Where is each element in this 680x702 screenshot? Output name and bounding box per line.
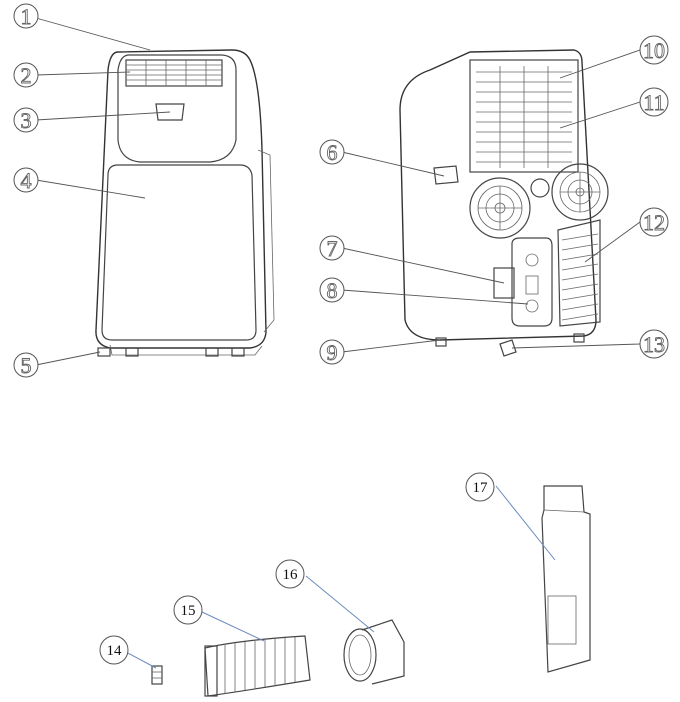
drain-cap bbox=[530, 178, 550, 198]
lower-filter-grille bbox=[557, 219, 601, 327]
wheel bbox=[205, 347, 219, 357]
control-panel bbox=[117, 54, 237, 163]
callout-10: 10 bbox=[639, 35, 669, 65]
upper-filter-grille bbox=[469, 59, 579, 173]
callout-5: 5 bbox=[13, 352, 39, 378]
socket bbox=[493, 267, 515, 299]
svg-text:17: 17 bbox=[473, 480, 489, 496]
svg-text:5: 5 bbox=[21, 353, 32, 378]
svg-text:12: 12 bbox=[643, 210, 665, 235]
svg-text:15: 15 bbox=[181, 603, 196, 619]
callout-15: 15 bbox=[173, 595, 203, 625]
window-adapter bbox=[343, 619, 405, 685]
svg-text:9: 9 bbox=[327, 340, 338, 365]
callout-13: 13 bbox=[639, 329, 669, 359]
callout-16: 16 bbox=[275, 559, 305, 589]
svg-text:6: 6 bbox=[327, 140, 338, 165]
display-panel bbox=[155, 103, 185, 121]
exhaust-fan-left bbox=[469, 177, 531, 239]
callout-11: 11 bbox=[639, 87, 669, 117]
callout-2: 2 bbox=[13, 62, 39, 88]
callout-3: 3 bbox=[13, 107, 39, 133]
callout-12: 12 bbox=[639, 207, 669, 237]
callout-4: 4 bbox=[13, 167, 39, 193]
svg-text:2: 2 bbox=[21, 63, 32, 88]
air-outlet-louvers bbox=[125, 59, 223, 87]
front-panel bbox=[101, 164, 257, 341]
front-view-unit bbox=[95, 49, 275, 357]
svg-text:3: 3 bbox=[21, 108, 32, 133]
svg-text:4: 4 bbox=[21, 168, 32, 193]
callout-14: 14 bbox=[99, 635, 129, 665]
back-view-unit bbox=[399, 49, 609, 357]
callout-7: 7 bbox=[319, 235, 345, 261]
svg-text:7: 7 bbox=[327, 236, 338, 261]
svg-text:1: 1 bbox=[21, 4, 32, 29]
exhaust-hose bbox=[204, 635, 311, 697]
svg-text:16: 16 bbox=[283, 567, 299, 583]
exhaust-fan-right bbox=[551, 163, 609, 221]
cord-panel bbox=[511, 237, 553, 327]
window-slider-kit bbox=[541, 485, 591, 673]
svg-text:14: 14 bbox=[107, 643, 123, 659]
svg-text:8: 8 bbox=[327, 278, 338, 303]
callout-8: 8 bbox=[319, 277, 345, 303]
leader-lines bbox=[35, 17, 641, 669]
callout-17: 17 bbox=[465, 472, 495, 502]
drain-outlet bbox=[499, 339, 517, 357]
svg-text:11: 11 bbox=[643, 90, 664, 115]
wheel bbox=[125, 347, 139, 357]
handle bbox=[433, 165, 459, 185]
svg-text:10: 10 bbox=[643, 38, 665, 63]
callout-6: 6 bbox=[319, 139, 345, 165]
svg-text:13: 13 bbox=[643, 332, 665, 357]
wheel bbox=[231, 347, 245, 357]
remote-control-part bbox=[151, 665, 163, 685]
callout-1: 1 bbox=[13, 3, 39, 29]
callout-9: 9 bbox=[319, 339, 345, 365]
